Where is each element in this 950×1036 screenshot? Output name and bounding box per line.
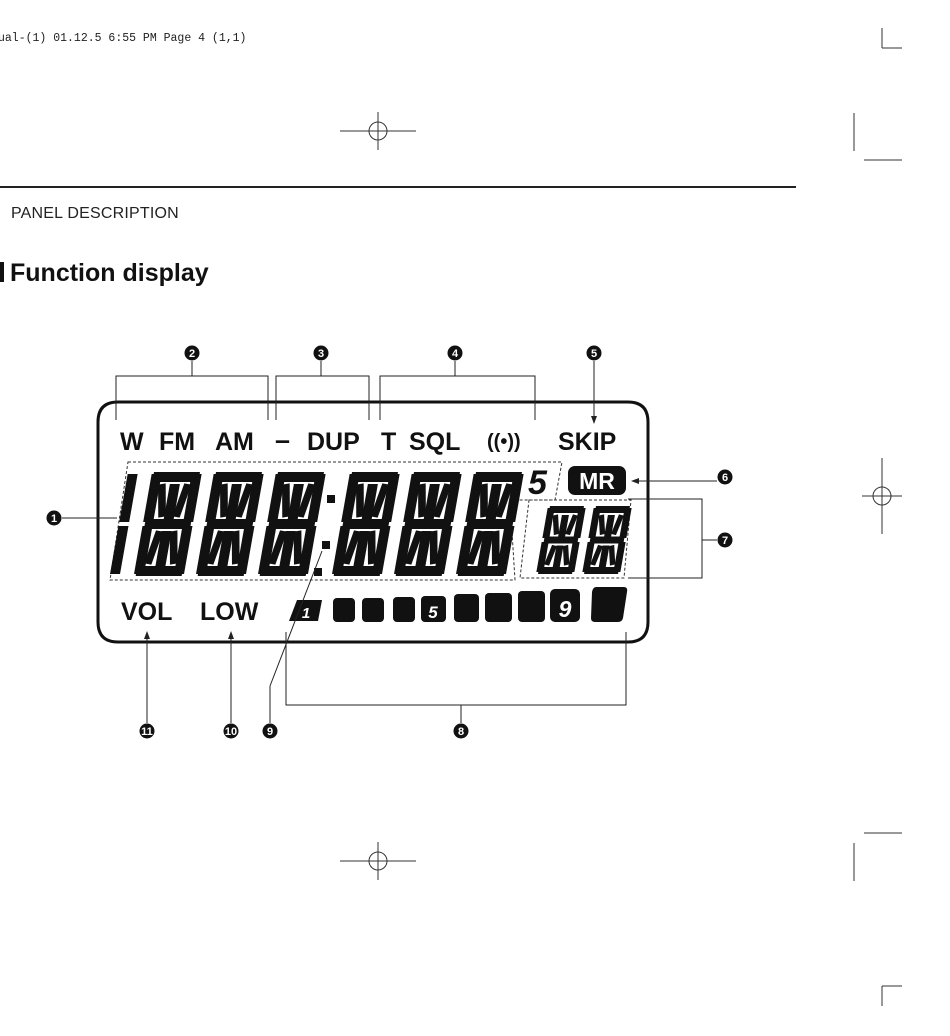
lcd-small-digit: 5 xyxy=(528,464,548,502)
frequency-digit-6 xyxy=(456,472,524,576)
bracket-2 xyxy=(115,375,269,420)
channel-digit-1 xyxy=(536,506,586,574)
callout-6: 6 xyxy=(722,472,728,484)
s-meter-segment-3 xyxy=(362,598,384,622)
channel-frame xyxy=(519,499,632,579)
registration-marks xyxy=(340,28,902,1006)
bracket-8 xyxy=(285,632,627,706)
lcd-label-priority: ((•)) xyxy=(487,431,521,453)
frequency-digits xyxy=(110,472,524,576)
mr-badge xyxy=(568,466,626,495)
lcd-label-skip: SKIP xyxy=(558,428,616,456)
frequency-digit-5 xyxy=(394,472,462,576)
lcd-outline xyxy=(96,400,650,644)
header-rule xyxy=(0,186,796,188)
lcd-label-dup: DUP xyxy=(307,428,360,456)
callout-lines xyxy=(62,361,717,723)
s-meter: 1 5 9 xyxy=(289,587,628,622)
s-meter-number-1: 1 xyxy=(302,605,310,622)
s-meter-number-5: 5 xyxy=(428,603,438,622)
bracket-4 xyxy=(379,375,536,420)
callout-8: 8 xyxy=(458,726,464,738)
callout-2: 2 xyxy=(189,348,195,360)
page-heading-text: Function display xyxy=(10,259,209,287)
lcd-label-w: W xyxy=(120,428,144,456)
bracket-7 xyxy=(628,498,703,579)
section-title: PANEL DESCRIPTION xyxy=(11,205,179,222)
callout-5: 5 xyxy=(591,348,597,360)
s-meter-segment-2 xyxy=(333,598,355,622)
callouts: 2 3 4 5 1 6 7 8 9 10 11 xyxy=(46,345,733,739)
mr-badge-label: MR xyxy=(579,468,615,494)
arrowheads xyxy=(144,416,639,639)
s-meter-segment-10 xyxy=(591,587,628,622)
callout-7: 7 xyxy=(722,535,728,547)
lcd-label-low: LOW xyxy=(200,598,259,626)
callout-11: 11 xyxy=(141,726,153,738)
callout-4: 4 xyxy=(452,348,459,360)
heading-marker xyxy=(0,262,4,282)
channel-digit-2 xyxy=(582,506,632,574)
crop-marks xyxy=(853,28,902,1006)
s-meter-segment-4 xyxy=(393,597,415,622)
lcd-label-vol: VOL xyxy=(121,598,172,626)
channel-digits xyxy=(536,506,632,574)
bracket-3 xyxy=(275,375,370,420)
s-meter-segment-6 xyxy=(454,594,479,622)
s-meter-segment-7 xyxy=(485,593,512,622)
frequency-digit-4 xyxy=(332,472,400,576)
lcd-label-fm: FM xyxy=(159,428,195,456)
callout-1: 1 xyxy=(51,513,57,525)
colon-lower-dot xyxy=(322,541,330,549)
decimal-point xyxy=(314,568,322,576)
lcd-label-t: T xyxy=(381,428,396,456)
s-meter-number-9: 9 xyxy=(559,596,572,622)
lcd-label-am: AM xyxy=(215,428,254,456)
registration-mark-bottom xyxy=(340,842,416,880)
registration-mark-top xyxy=(340,112,416,150)
frequency-digit-3 xyxy=(258,472,326,576)
s-meter-segment-8 xyxy=(518,591,545,622)
s-meter-segment-9 xyxy=(550,589,580,622)
page-heading: Function display xyxy=(0,259,209,288)
colon-upper-dot xyxy=(327,495,335,503)
registration-mark-right xyxy=(862,458,902,534)
callout-3: 3 xyxy=(318,348,324,360)
callout-10: 10 xyxy=(225,726,237,738)
s-meter-segment-5 xyxy=(421,596,446,622)
lcd-label-sql: SQL xyxy=(409,428,460,456)
print-header: ual-(1) 01.12.5 6:55 PM Page 4 (1,1) xyxy=(0,32,247,45)
lcd-label-minus: – xyxy=(275,425,290,455)
frequency-digit-2 xyxy=(196,472,264,576)
frequency-digit-leading-one xyxy=(110,474,138,574)
frequency-digit-1 xyxy=(134,472,202,576)
callout-9: 9 xyxy=(267,726,273,738)
